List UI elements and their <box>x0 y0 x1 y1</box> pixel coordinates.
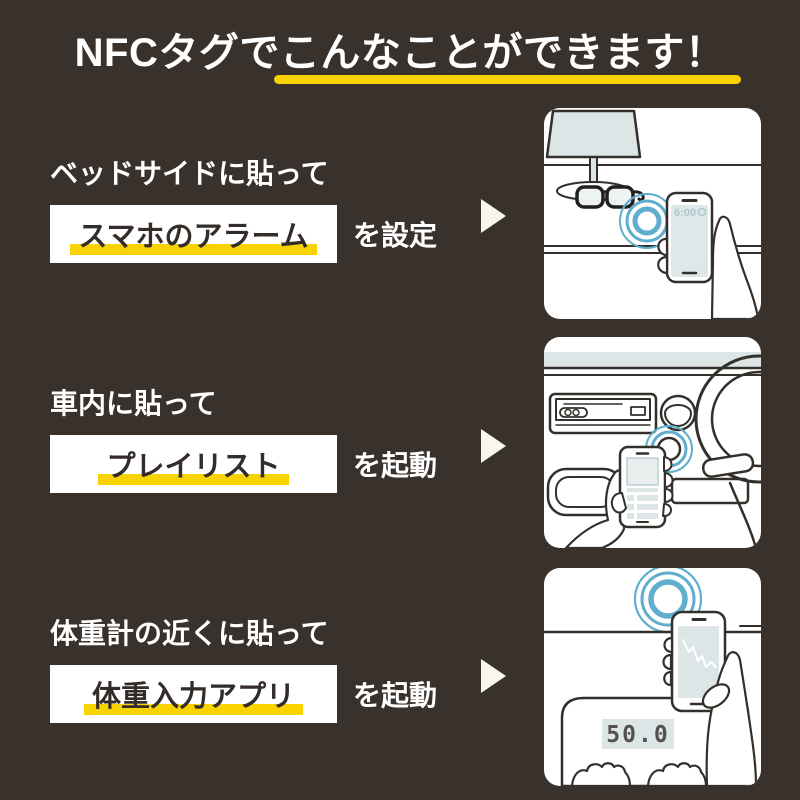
scale-illustration-svg: 50.0 <box>544 568 761 786</box>
arrow-right-icon <box>481 429 506 463</box>
section-lead-text: ベッドサイドに貼って <box>50 158 329 189</box>
highlight-text: プレイリスト <box>98 443 289 485</box>
arrow-right-icon <box>481 659 506 693</box>
illustration-scale: 50.0 <box>544 568 761 786</box>
alarm-clock-icon <box>697 207 707 217</box>
car-stereo-icon <box>548 392 658 435</box>
dashboard-knob-icon <box>659 394 697 432</box>
section-suffix-text: を起動 <box>353 450 438 481</box>
feet-icon <box>570 762 708 786</box>
smartphone-icon <box>670 610 727 713</box>
scale-weight-display: 50.0 <box>606 722 669 748</box>
illustration-bedside: 6:00 <box>544 108 761 319</box>
playlist-screen <box>626 457 659 519</box>
highlight-text: 体重入力アプリ <box>83 673 303 715</box>
arrow-right-icon <box>481 199 506 233</box>
section-scale: 体重計の近くに貼って 体重入力アプリ を起動 <box>50 618 437 723</box>
section-suffix-text: を設定 <box>353 220 438 251</box>
phone-alarm-time: 6:00 <box>674 207 696 219</box>
hand-icon <box>657 215 760 319</box>
section-bedside: ベッドサイドに貼って スマホのアラーム を設定 <box>50 158 437 263</box>
hand-icon <box>662 636 758 786</box>
hand-icon <box>564 469 626 548</box>
section-lead-text: 車内に貼って <box>50 388 217 419</box>
highlight-box: 体重入力アプリ <box>50 665 337 723</box>
section-suffix-text: を起動 <box>353 680 438 711</box>
door-armrest <box>546 467 624 517</box>
section-car: 車内に貼って プレイリスト を起動 <box>50 388 437 493</box>
windshield-band <box>544 352 761 367</box>
car-illustration-svg <box>544 352 761 548</box>
section-lead-text: 体重計の近くに貼って <box>50 618 329 649</box>
glove-box <box>670 477 750 505</box>
highlight-box: プレイリスト <box>50 435 337 493</box>
steering-wheel-icon <box>694 354 761 548</box>
hand-fingers <box>610 456 674 518</box>
page-title: NFCタグでこんなことができます！ <box>74 31 726 75</box>
title-underline <box>274 75 741 84</box>
smartphone-icon <box>618 445 667 529</box>
weight-graph-icon <box>682 639 717 668</box>
smartphone-icon: 6:00 <box>665 191 714 284</box>
scale-lcd <box>602 719 674 749</box>
highlight-box: スマホのアラーム <box>50 205 337 263</box>
illustration-car <box>544 337 761 548</box>
bedside-illustration-svg: 6:00 <box>544 109 761 319</box>
highlight-text: スマホのアラーム <box>70 213 317 255</box>
